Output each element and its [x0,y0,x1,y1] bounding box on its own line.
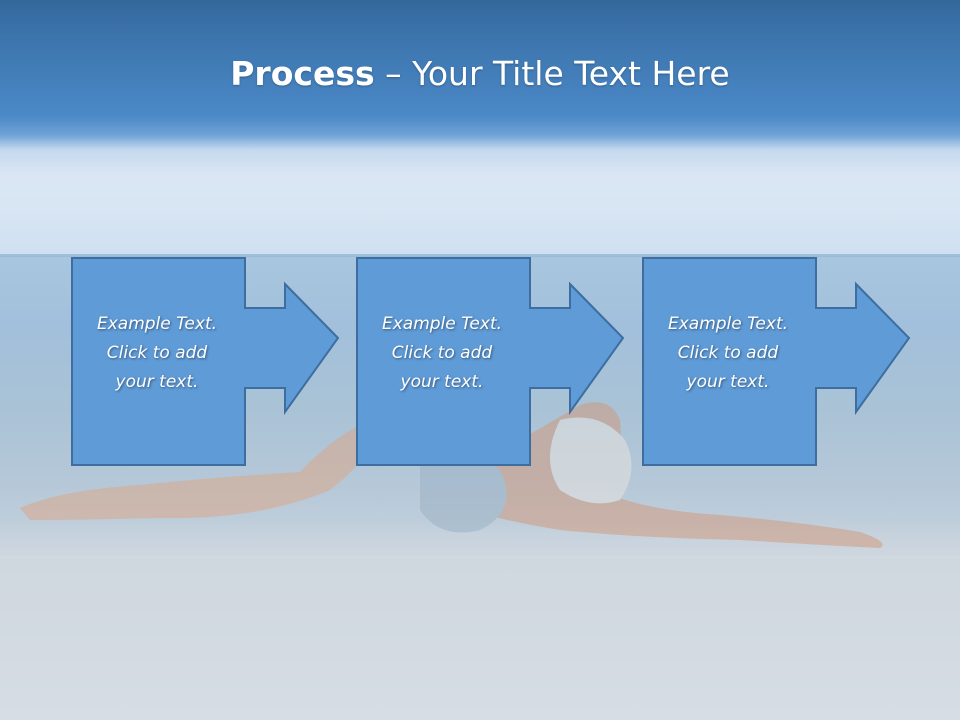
sky-background [0,0,960,256]
step-text-line: Click to add [391,343,493,363]
step-text-line: Example Text. [381,314,503,334]
step-text: Example Text. Click to add your text. [74,310,240,397]
step-text-line: Example Text. [667,314,789,334]
title-bold-part: Process [230,54,375,93]
step-text: Example Text. Click to add your text. [359,310,525,397]
process-step-3[interactable]: Example Text. Click to add your text. [641,256,960,468]
slide-title[interactable]: Process – Your Title Text Here [0,52,960,96]
step-text-line: your text. [686,372,770,392]
step-text-line: Click to add [677,343,779,363]
step-text-line: your text. [400,372,484,392]
step-text-line: your text. [115,372,199,392]
sand-background [0,520,960,720]
step-text: Example Text. Click to add your text. [645,310,811,397]
step-text-line: Click to add [106,343,208,363]
box-arrow-shape [71,257,340,466]
horizon-line [0,254,960,257]
beach-figure-image [20,402,883,548]
process-step-2[interactable]: Example Text. Click to add your text. [355,256,695,468]
process-step-1[interactable]: Example Text. Click to add your text. [70,256,410,468]
step-text-line: Example Text. [96,314,218,334]
box-arrow-shape [356,257,625,466]
box-arrow-shape [642,257,911,466]
title-rest-part: – Your Title Text Here [374,54,730,93]
